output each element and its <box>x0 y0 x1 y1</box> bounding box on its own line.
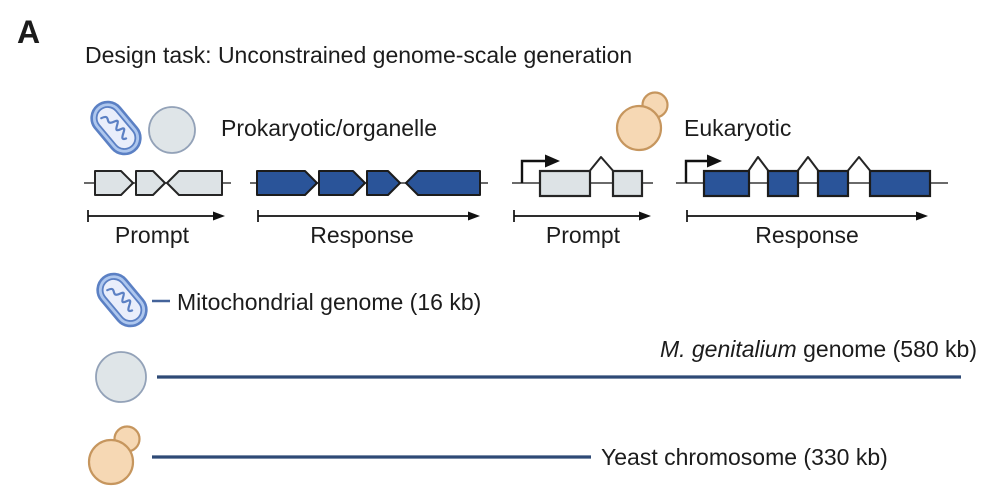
prokaryotic-section-label: Prokaryotic/organelle <box>221 115 438 141</box>
figure-title: Design task: Unconstrained genome-scale … <box>85 42 633 68</box>
intron-caret <box>587 156 616 174</box>
gene-arrow <box>318 170 366 196</box>
prok-response-label: Response <box>310 222 414 248</box>
mitochondrion-icon <box>89 266 155 334</box>
intron-caret <box>845 156 873 174</box>
euk-prompt-label: Prompt <box>545 222 621 248</box>
prok-prompt-gene-track <box>84 170 231 196</box>
exon-box <box>816 169 850 198</box>
mitochondrion-icon <box>83 94 149 162</box>
promoter-arrowhead-icon <box>707 154 722 168</box>
exon-box <box>538 169 592 198</box>
exon-box <box>868 169 932 198</box>
exon-box <box>766 169 800 198</box>
euk-prompt-gene-track <box>512 154 653 198</box>
exon-box <box>702 169 751 198</box>
gene-arrow <box>135 170 166 196</box>
intron-caret <box>746 156 771 174</box>
yeast-cell-icon <box>87 425 141 486</box>
intron-caret <box>795 156 821 174</box>
exon-box <box>611 169 644 198</box>
euk-response-gene-track <box>676 154 948 198</box>
genome-row-label-yeast: Yeast chromosome (330 kb) <box>601 444 888 470</box>
bacterial-cell-icon <box>95 351 147 403</box>
promoter-arrow-icon <box>520 159 545 183</box>
gene-arrow <box>166 170 223 196</box>
bacterial-cell-icon <box>148 106 196 154</box>
euk-response-axis-arrow <box>686 210 928 222</box>
genome-row-label-species: M. genitalium <box>659 336 797 362</box>
eukaryotic-section-label: Eukaryotic <box>684 115 792 141</box>
genome-row-label-mgenitalium: M. genitalium genome (580 kb) <box>660 338 977 361</box>
euk-response-label: Response <box>755 222 859 248</box>
gene-arrow <box>405 170 481 196</box>
promoter-arrowhead-icon <box>545 154 560 168</box>
genome-row-label-mitochondrial: Mitochondrial genome (16 kb) <box>177 289 482 315</box>
prok-response-axis-arrow <box>257 210 480 222</box>
panel-label: A <box>17 14 41 50</box>
prok-response-gene-track <box>250 170 488 196</box>
prok-prompt-label: Prompt <box>114 222 190 248</box>
euk-prompt-axis-arrow <box>513 210 651 222</box>
gene-arrow <box>256 170 318 196</box>
prok-prompt-axis-arrow <box>87 210 225 222</box>
yeast-cell-icon <box>615 91 669 152</box>
gene-arrow <box>94 170 134 196</box>
promoter-arrow-icon <box>684 159 707 183</box>
genome-row-label-rest: genome (580 kb) <box>796 336 977 362</box>
gene-arrow <box>366 170 401 196</box>
